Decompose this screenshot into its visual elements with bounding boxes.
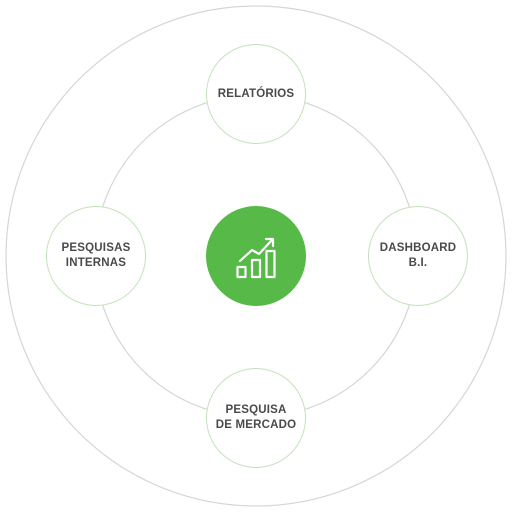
node-pesquisas-internas-label-2: INTERNAS — [65, 257, 127, 269]
center-hub-circle — [206, 206, 306, 306]
node-pesquisas-internas: PESQUISAS INTERNAS — [46, 206, 146, 306]
node-dashboard-bi-label-1: DASHBOARD — [379, 242, 457, 254]
node-relatorios-label-1: RELATÓRIOS — [217, 87, 295, 100]
center-hub — [206, 206, 306, 306]
outer-ring — [5, 5, 507, 507]
node-pesquisa-de-mercado-label-2: DE MERCADO — [215, 419, 297, 431]
node-pesquisa-de-mercado: PESQUISA DE MERCADO — [206, 368, 306, 468]
node-dashboard-bi-label-2: B.I. — [408, 257, 428, 269]
growth-chart-icon — [236, 237, 276, 279]
node-pesquisa-de-mercado-label-1: PESQUISA — [225, 404, 287, 416]
node-pesquisas-internas-label-1: PESQUISAS — [61, 242, 131, 254]
node-relatorios: RELATÓRIOS — [206, 44, 306, 144]
center-hub-graphic — [206, 206, 306, 306]
node-dashboard-bi: DASHBOARD B.I. — [368, 206, 468, 306]
